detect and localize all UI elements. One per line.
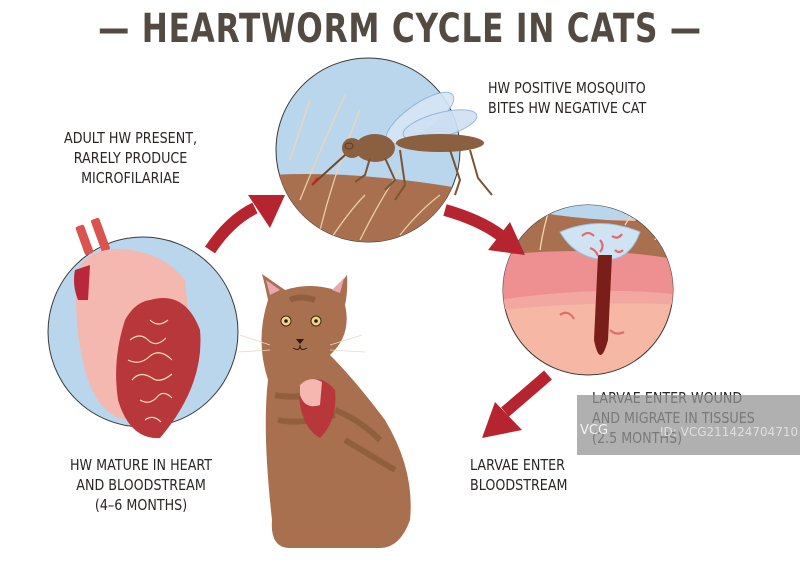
step-label-mosquito: HW POSITIVE MOSQUITO BITES HW NEGATIVE C… bbox=[488, 78, 646, 118]
cat-icon bbox=[237, 274, 411, 548]
label-line: ADULT HW PRESENT, bbox=[64, 129, 198, 147]
page-title: — HEARTWORM CYCLE IN CATS — bbox=[98, 6, 702, 52]
wound-circle bbox=[502, 204, 674, 376]
arrow-mosquito-to-wound bbox=[443, 204, 525, 255]
arrow-heart-to-mosquito bbox=[205, 195, 285, 254]
label-line: (4–6 MONTHS) bbox=[94, 496, 188, 514]
watermark-brand: VCG bbox=[580, 423, 609, 438]
label-line: HW POSITIVE MOSQUITO bbox=[488, 79, 646, 97]
label-line: MICROFILARIAE bbox=[81, 169, 180, 187]
arrow-wound-to-bloodstream bbox=[482, 370, 552, 438]
step-label-adult: ADULT HW PRESENT, RARELY PRODUCE MICROFI… bbox=[64, 128, 197, 188]
heart-circle bbox=[47, 217, 239, 439]
label-line: BITES HW NEGATIVE CAT bbox=[488, 99, 647, 117]
step-label-bloodstream: LARVAE ENTER BLOODSTREAM bbox=[470, 455, 568, 495]
watermark-band bbox=[577, 395, 800, 455]
label-line: AND BLOODSTREAM bbox=[76, 476, 206, 494]
watermark-id: ID: VCG211424704710 bbox=[660, 425, 799, 439]
mosquito-icon bbox=[311, 91, 493, 201]
step-label-mature: HW MATURE IN HEART AND BLOODSTREAM (4–6 … bbox=[70, 455, 212, 515]
label-line: RARELY PRODUCE bbox=[73, 149, 188, 167]
label-line: LARVAE ENTER bbox=[470, 456, 566, 474]
label-line: BLOODSTREAM bbox=[470, 476, 568, 494]
label-line: HW MATURE IN HEART bbox=[70, 456, 213, 474]
